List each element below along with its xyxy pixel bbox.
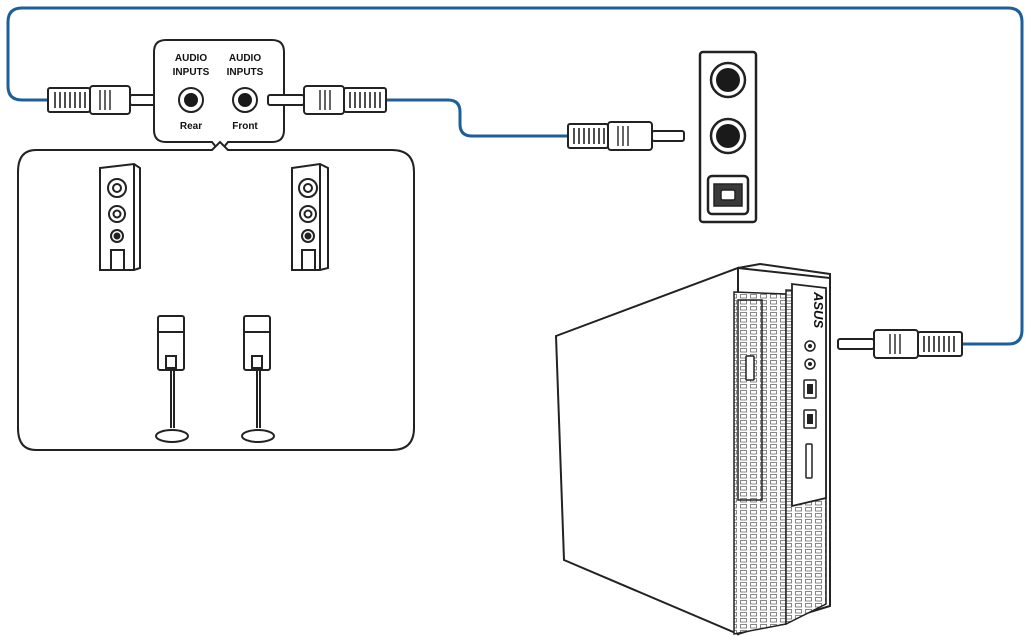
satellite-speaker-icon <box>241 315 275 443</box>
audio-jack-icon <box>709 117 747 155</box>
cable-rear-to-pc <box>6 6 1024 346</box>
brand-logo-text: ASUS <box>811 291 826 328</box>
rear-audio-port-panel <box>698 50 758 224</box>
tower-speaker-icon <box>99 162 141 271</box>
rear-label-line2: INPUTS <box>173 67 210 78</box>
tower-speaker-icon <box>291 162 329 271</box>
audio-plug-icon <box>837 329 963 359</box>
cable-front-to-port <box>386 98 568 138</box>
audio-plug-icon <box>267 85 387 115</box>
desktop-pc-icon: ASUS <box>554 262 831 636</box>
audio-input-panel: AUDIO INPUTS Rear AUDIO INPUTS Front <box>153 39 285 154</box>
optical-port-icon <box>706 174 750 216</box>
rear-label-line1: AUDIO <box>175 53 207 64</box>
asus-logo: ASUS <box>811 291 826 328</box>
front-label-line3: Front <box>232 121 258 132</box>
audio-plug-icon <box>567 121 685 151</box>
audio-jack-icon <box>709 61 747 99</box>
audio-plug-icon <box>47 85 167 115</box>
audio-jack-icon <box>178 87 204 113</box>
audio-jack-icon <box>232 87 258 113</box>
front-label-line1: AUDIO <box>229 53 261 64</box>
satellite-speaker-icon <box>155 315 189 443</box>
rear-label-line3: Rear <box>180 121 202 132</box>
speaker-set-panel <box>17 140 415 451</box>
front-label-line2: INPUTS <box>227 67 264 78</box>
